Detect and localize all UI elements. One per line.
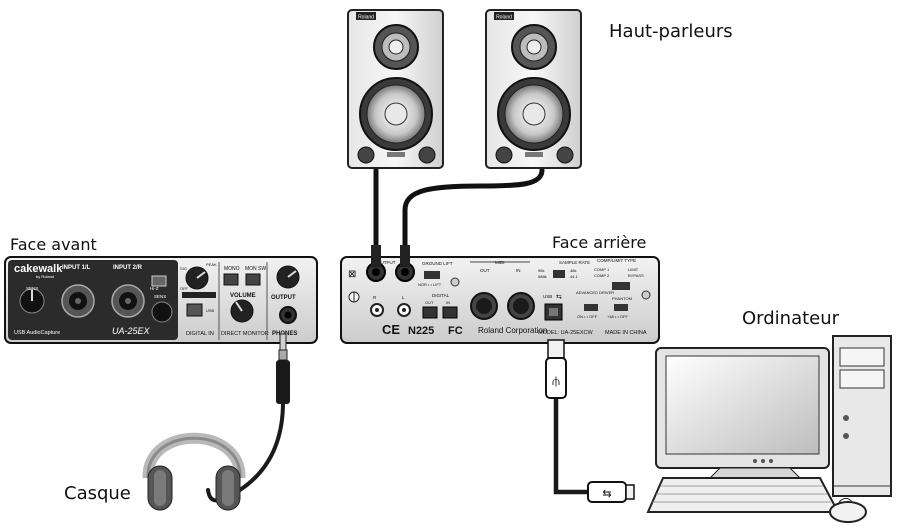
mono-button <box>223 273 239 286</box>
usb-symbol-icon: ⇆ <box>556 294 562 301</box>
usb-trident-icon: ⇆ <box>602 488 611 500</box>
usb-a-plug: ⇆ <box>587 481 635 503</box>
headphone-plug <box>276 333 290 404</box>
advanced-driver-label: ADVANCED DRIVER <box>576 290 614 295</box>
midi-out-label: OUT <box>480 268 490 273</box>
computer <box>646 335 892 523</box>
screw-2 <box>641 290 651 300</box>
input2-label: INPUT 2/R <box>113 265 143 271</box>
dig-out-label: OUT <box>425 300 434 305</box>
mon-sw-button <box>245 273 261 286</box>
mono-label: MONO <box>224 266 240 272</box>
rear-output-label: OUTPUT <box>377 260 396 265</box>
limit-label: LIMIT <box>628 267 639 272</box>
screw-1 <box>450 277 460 287</box>
keyboard <box>646 477 840 513</box>
digital-in-label: DIGITAL IN <box>186 331 214 337</box>
front-brand-sub: by Roland <box>36 274 54 279</box>
n225-mark: N225 <box>408 325 434 337</box>
made-in-label: MADE IN CHINA <box>605 330 647 336</box>
phantom-switch <box>614 304 628 311</box>
peak-label: PEAK <box>206 262 217 267</box>
r-label: R <box>373 295 377 300</box>
usb-cable <box>553 392 593 495</box>
phantom-switch-label: +48 • • OFF <box>607 314 628 319</box>
phantom-label: PHANTOM <box>612 296 632 301</box>
volume-label: VOLUME <box>230 293 256 299</box>
monitor-screen <box>665 355 820 455</box>
front-model: UA-25EX <box>112 326 151 336</box>
usb-b-plug: ⫛ <box>545 339 567 399</box>
usb-trident-icon: ⫛ <box>552 373 560 388</box>
rear-panel-body <box>340 256 660 344</box>
label-computer: Ordinateur <box>742 308 840 329</box>
mon-sw-label: MON SW <box>245 266 266 272</box>
off-label: OFF <box>180 286 189 291</box>
label-headphones: Casque <box>64 483 131 504</box>
input1-label: INPUT 1/L <box>62 265 91 271</box>
optical-out <box>422 306 438 319</box>
comp1-label: COMP 1 <box>594 267 610 272</box>
right-speaker-cable <box>402 167 545 255</box>
sig-label: SIG <box>180 266 187 271</box>
bypass-label: BYPASS <box>628 273 644 278</box>
digital-label: DIGITAL <box>432 293 450 298</box>
sr-48-label: 48k <box>570 268 576 273</box>
hiz-label: Hi-Z <box>150 286 159 291</box>
rear-model-label: MODEL: UA-25EXCW <box>538 330 594 336</box>
fc-mark: FC <box>448 325 463 337</box>
rear-usb-label: USB <box>543 294 552 299</box>
label-speakers: Haut-parleurs <box>609 21 733 42</box>
dig-in-label: IN <box>446 300 450 305</box>
digital-in-switch <box>186 303 203 317</box>
speaker-cables <box>373 167 545 255</box>
front-brand: cakewalk <box>14 263 63 275</box>
maker-label: Roland Corporation <box>478 326 547 335</box>
comp-limit-switch <box>612 282 630 290</box>
speaker-badge: Roland <box>358 15 374 21</box>
sens-label-1: SENS <box>26 286 38 291</box>
rear-panel: ⊠ OUTPUT R L GROUND LIFT NOR • • LIFT CE… <box>340 245 660 344</box>
label-front: Face avant <box>10 235 97 254</box>
weee-icon: ⊠ <box>348 269 356 280</box>
speaker-right: Roland <box>485 9 582 169</box>
sr-96-label: 96k <box>538 268 544 273</box>
ground-lift-label: GROUND LIFT <box>422 261 453 266</box>
comp-limit-label: COMP/LIMIT TYPE <box>597 258 636 263</box>
optical-in <box>442 306 458 319</box>
output-label-front: OUTPUT <box>271 295 296 301</box>
advanced-driver-switch <box>584 304 598 311</box>
direct-monitor-label: DIRECT MONITOR <box>221 331 269 337</box>
comp2-label: COMP 2 <box>594 273 610 278</box>
hiz-switch <box>151 275 167 287</box>
sr-588-label: 588k <box>538 274 547 279</box>
speaker-left: Roland <box>347 9 444 169</box>
ce-mark: CE <box>382 322 400 337</box>
front-panel: cakewalk by Roland INPUT 1/L INPUT 2/R S… <box>4 256 318 344</box>
midi-label: MIDI <box>495 260 505 265</box>
sens-knob-2 <box>151 301 173 323</box>
sample-rate-switch <box>553 270 565 278</box>
usb-label-front: USB <box>206 308 215 313</box>
sample-rate-label: SAMPLE RATE <box>559 260 590 265</box>
ground-lift-switch <box>424 271 440 279</box>
mouse <box>829 501 867 523</box>
midi-in-label: IN <box>516 268 521 273</box>
headphone-cable <box>206 400 285 503</box>
adv-on-off-label: ON • • OFF <box>577 314 598 319</box>
sens-label-2: SENS <box>154 294 166 299</box>
nor-lift-label: NOR • • LIFT <box>418 282 442 287</box>
front-product: USB AudioCapture <box>14 330 60 336</box>
headphones <box>142 432 246 511</box>
speaker-badge: Roland <box>496 15 512 21</box>
label-rear: Face arrière <box>552 233 646 252</box>
sr-441-label: 44.1 <box>570 274 579 279</box>
l-label: L <box>402 295 405 300</box>
